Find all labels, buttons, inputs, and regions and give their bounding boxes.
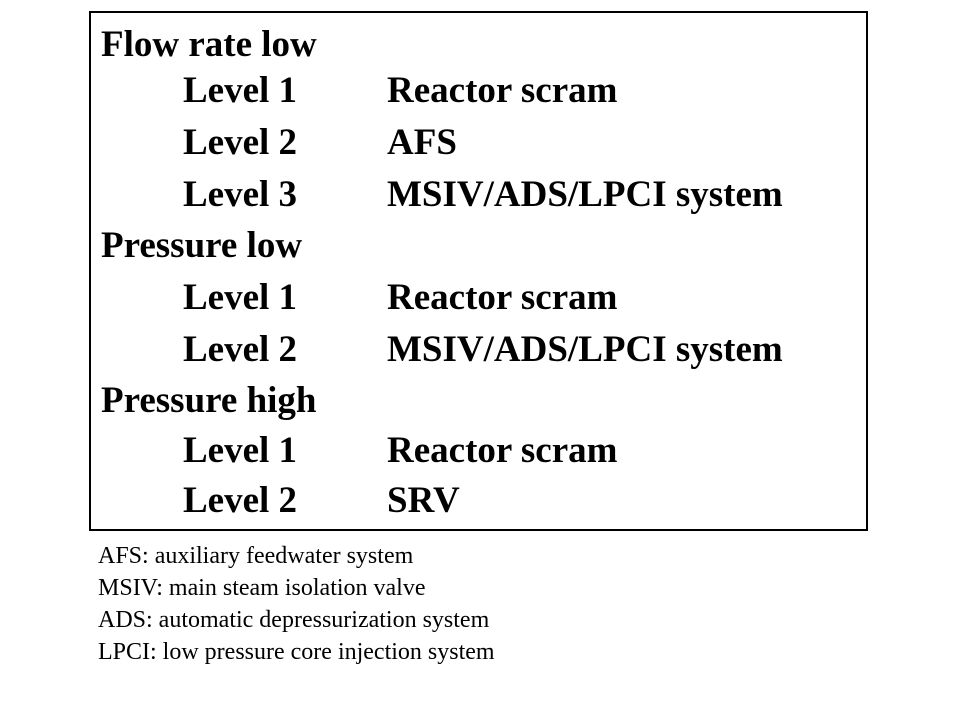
group-title-pressure-low: Pressure low (101, 225, 303, 266)
note-afs: AFS: auxiliary feedwater system (98, 543, 414, 569)
abbreviation-notes: AFS: auxiliary feedwater system MSIV: ma… (98, 540, 495, 668)
level-label: Level 1 (183, 70, 298, 111)
group-title-pressure-high: Pressure high (101, 380, 317, 421)
action-label: MSIV/ADS/LPCI system (387, 329, 783, 370)
note-ads: ADS: automatic depressurization system (98, 607, 490, 633)
level-label: Level 1 (183, 277, 298, 318)
group-title-flow-rate-low: Flow rate low (101, 24, 317, 65)
action-label: Reactor scram (387, 70, 618, 111)
level-label: Level 1 (183, 430, 298, 471)
note-lpci: LPCI: low pressure core injection system (98, 639, 495, 665)
level-label: Level 2 (183, 122, 298, 163)
level-label: Level 2 (183, 480, 298, 521)
action-label: Reactor scram (387, 430, 618, 471)
level-label: Level 2 (183, 329, 298, 370)
trip-signal-box: Flow rate low Level 1 Reactor scram Leve… (89, 11, 868, 531)
action-label: SRV (387, 480, 460, 521)
action-label: AFS (387, 122, 457, 163)
level-label: Level 3 (183, 174, 298, 215)
action-label: Reactor scram (387, 277, 618, 318)
action-label: MSIV/ADS/LPCI system (387, 174, 783, 215)
note-msiv: MSIV: main steam isolation valve (98, 575, 426, 601)
